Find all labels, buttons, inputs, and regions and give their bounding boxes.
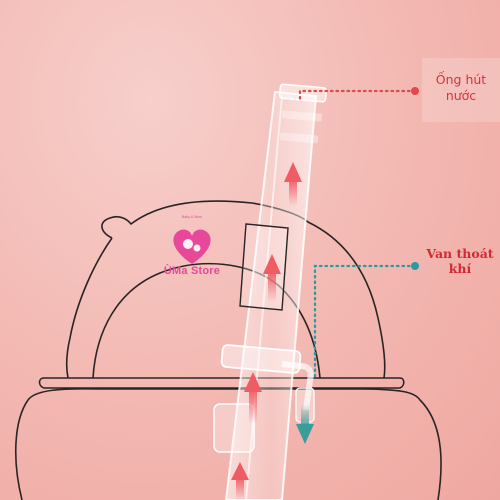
down-arrow-icon <box>296 404 314 444</box>
flow-arrows-up <box>231 162 302 500</box>
callout-dot-icon <box>411 87 419 95</box>
up-arrow-icon <box>231 462 249 500</box>
leader-line-valve <box>313 262 419 380</box>
callout-valve-line2: khí <box>448 261 472 276</box>
callout-straw-line2: nước <box>445 88 477 103</box>
logo-tagline: Baby & Mom <box>181 215 203 219</box>
cup-body-outline <box>15 387 442 500</box>
up-arrow-icon <box>244 372 262 424</box>
callout-valve-label: Van thoát khí <box>420 246 500 276</box>
up-arrow-icon <box>284 162 302 206</box>
callout-valve-line1: Van thoát <box>426 246 494 261</box>
lid-outline <box>38 200 405 389</box>
up-arrow-icon <box>263 254 281 302</box>
logo-name: ÙMa Store <box>163 265 221 277</box>
callout-dot-icon <box>411 262 419 270</box>
heart-logo-icon <box>173 229 211 264</box>
callout-straw-line1: Ống hút <box>435 72 487 87</box>
leader-line-straw <box>298 87 419 102</box>
callout-straw-label: Ống hút nước <box>422 58 500 122</box>
store-logo: Baby & Mom ÙMa Store <box>162 215 222 290</box>
